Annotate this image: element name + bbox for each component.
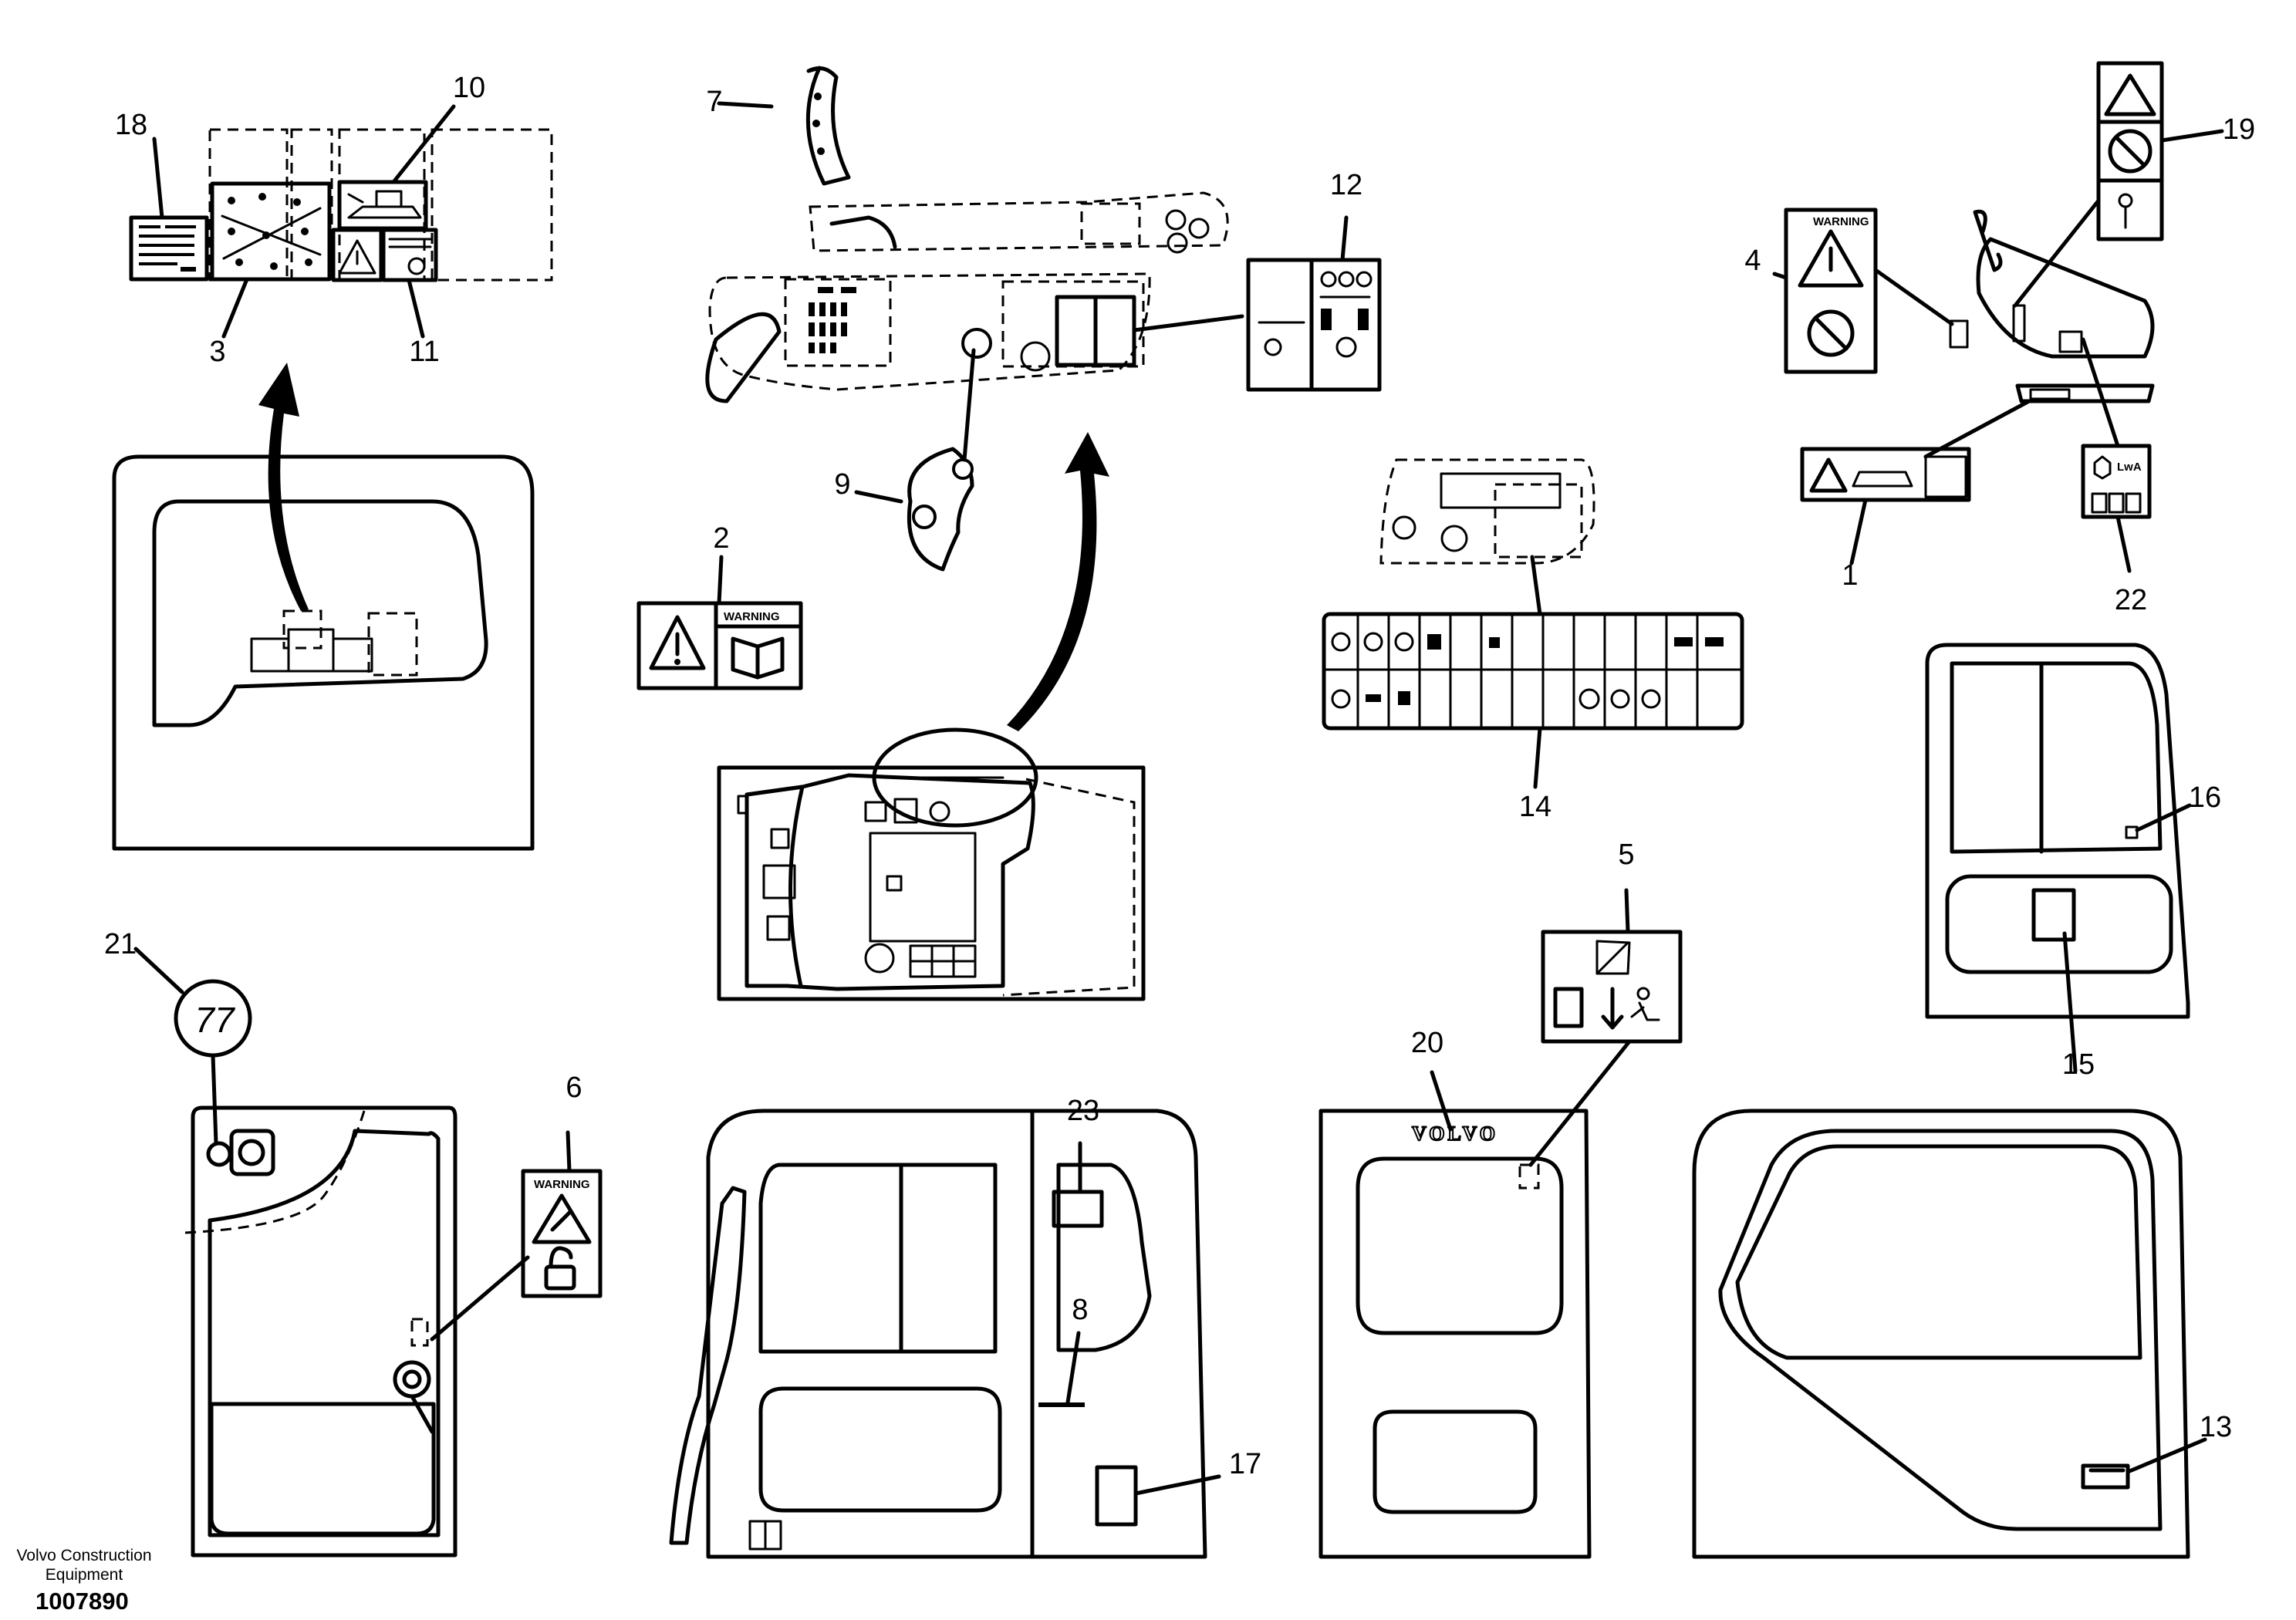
side-door-group [1925,643,2192,1073]
svg-text:VOLVO: VOLVO [1412,1122,1498,1145]
callout-5: 5 [1618,839,1634,871]
callout-16: 16 [2189,781,2221,814]
callout-3: 3 [209,336,225,368]
callout-11: 11 [409,336,439,368]
decal-3-symbols [221,193,322,270]
switch-cluster [809,287,856,353]
decal-19 [2096,61,2164,241]
svg-text:WARNING: WARNING [724,610,780,623]
arrow-up-left [258,363,309,611]
control-console-group [705,66,1382,731]
decal-14 [1322,612,1744,731]
publisher-label: Volvo Construction Equipment [11,1546,157,1585]
callout-23: 23 [1067,1095,1099,1127]
cab-front-outline [112,363,535,851]
joystick [705,312,782,403]
decal-17 [1095,1465,1138,1527]
lever-console-group: WARNING LwA [1772,61,2224,573]
callout-6: 6 [566,1072,582,1104]
callout-10: 10 [453,72,485,104]
dashboard-decal-group [129,104,553,339]
decal-6 [521,1169,603,1298]
callout-19: 19 [2223,113,2255,146]
decal-11b-panel [381,228,438,282]
callout-8: 8 [1072,1294,1088,1326]
decal-18-pattern [139,225,196,272]
callout-4: 4 [1744,245,1761,277]
decal-10-panel [337,180,428,231]
callout-21: 21 [104,928,137,960]
callout-1: 1 [1842,559,1858,592]
volvo-badge-side [1038,1402,1085,1407]
svg-text:WARNING: WARNING [534,1178,590,1191]
callout-12: 12 [1330,169,1362,201]
document-number: 1007890 [35,1588,129,1615]
callout-14: 14 [1519,791,1551,823]
decal-7 [805,66,851,186]
callout-9: 9 [834,468,850,501]
arrow-up-right [1007,432,1109,731]
svg-text:77: 77 [194,1000,235,1040]
callout-2: 2 [713,522,729,555]
svg-text:WARNING: WARNING [1813,215,1869,228]
svg-text:LwA: LwA [2117,461,2142,474]
callout-numbers: 18 10 3 11 7 12 9 2 14 4 19 1 22 16 15 5… [104,72,2255,1480]
cab-floor-plan-group: WARNING [636,555,1146,1001]
decal-9 [907,447,974,572]
cab-rear-group: VOLVO [1319,888,1683,1559]
decal-5 [1541,930,1683,1044]
decal-23 [1052,1190,1104,1228]
cab-side-group [669,1109,1221,1559]
decal-18-panel [129,215,209,282]
publisher-line-2: Equipment [45,1566,123,1584]
callout-18: 18 [115,109,147,141]
decal-3-panel [210,181,332,282]
callout-7: 7 [706,86,722,118]
decal-10-machine [347,190,422,219]
callout-22: 22 [2115,584,2147,616]
callout-15: 15 [2062,1048,2095,1081]
cab-door-group [1692,1109,2207,1559]
decal-11a-panel [331,228,383,282]
callout-20: 20 [1411,1027,1443,1059]
decal-1 [1800,447,1971,502]
rear-cab-group: 77 WARNING [133,947,603,1558]
publisher-line-1: Volvo Construction [16,1547,152,1564]
decal-4 [1784,208,1878,374]
instrument-panel-group [1322,458,1744,789]
callout-13: 13 [2200,1411,2232,1443]
callout-17: 17 [1229,1448,1261,1480]
decal-12 [1246,258,1382,392]
